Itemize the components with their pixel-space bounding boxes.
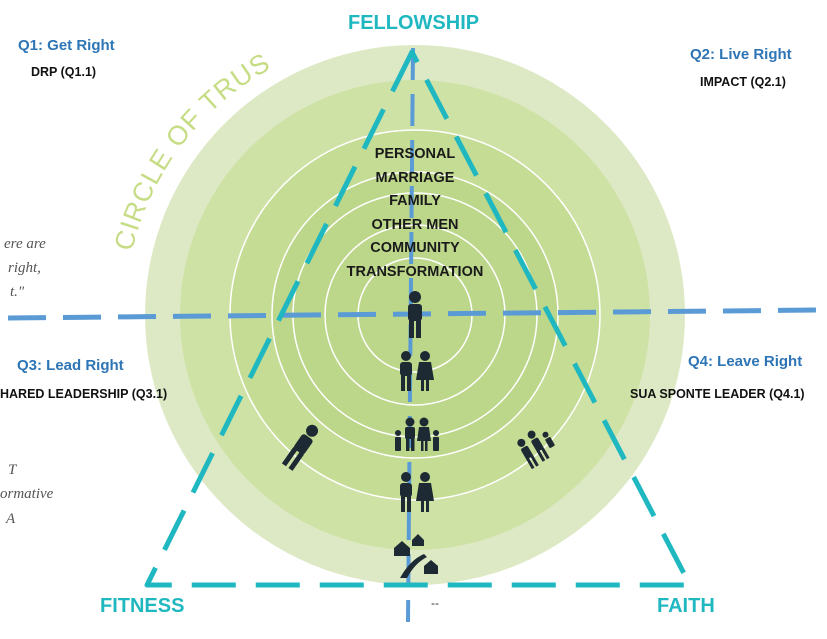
couple-icon: [400, 351, 434, 391]
quadrant-1-subtitle: DRP (Q1.1): [31, 65, 97, 79]
quadrant-4-subtitle: SUA SPONTE LEADER (Q4.1): [630, 387, 805, 401]
level-family: FAMILY: [389, 193, 441, 209]
walking-man-icon: [281, 424, 319, 471]
quote-fragment: T: [8, 462, 17, 478]
level-other-men: OTHER MEN: [371, 216, 459, 233]
quote-fragment: ere are: [4, 236, 46, 252]
vertex-fitness: FITNESS: [100, 595, 185, 617]
triangle: [144, 49, 693, 588]
levels-list: PERSONAL MARRIAGE FAMILY OTHER MEN COMMU…: [320, 143, 510, 284]
quadrant-2-title: Q2: Live Right: [690, 46, 792, 63]
family-icon: [395, 417, 439, 451]
level-community: COMMUNITY: [370, 240, 460, 256]
quadrant-3-title: Q3: Lead Right: [17, 357, 124, 374]
bottom-mark: --: [431, 596, 439, 610]
group-icon: [517, 430, 555, 470]
quadrant-4-title: Q4: Leave Right: [688, 353, 803, 370]
quote-fragment: right,: [8, 260, 41, 276]
level-marriage: MARRIAGE: [375, 169, 455, 186]
level-transformation: TRANSFORMATION: [346, 263, 484, 280]
quote-fragment: ormative: [0, 486, 54, 502]
couple-icon: [400, 472, 434, 512]
quadrant-1-title: Q1: Get Right: [18, 37, 115, 54]
person-icon: [408, 291, 422, 338]
vertex-faith: FAITH: [657, 595, 715, 617]
quadrant-2-subtitle: IMPACT (Q2.1): [700, 75, 786, 89]
level-personal: PERSONAL: [374, 146, 456, 162]
vertex-fellowship: FELLOWSHIP: [348, 12, 480, 34]
quadrant-3-subtitle: HARED LEADERSHIP (Q3.1): [0, 387, 168, 401]
community-icon: [394, 534, 438, 578]
quote-fragment: A: [6, 511, 16, 527]
quote-fragment: t.": [10, 284, 25, 300]
